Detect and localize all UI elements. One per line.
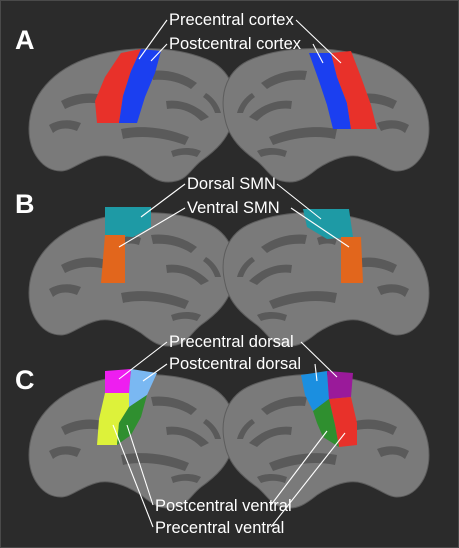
- panel-b: B Dorsal SMN Ventral SMN: [15, 175, 430, 347]
- postcentral-dorsal-region-right: [301, 371, 329, 411]
- brain-a-left: [28, 48, 236, 183]
- label-postcentral-dorsal: Postcentral dorsal: [169, 355, 301, 373]
- leader-lines-b: [118, 183, 350, 248]
- label-postcentral-ventral: Postcentral ventral: [155, 497, 292, 515]
- label-ventral-smn: Ventral SMN: [187, 199, 280, 217]
- panel-a: A Precentral cortex Postcentral cortex: [15, 11, 430, 183]
- brain-c-right: [222, 371, 430, 509]
- postcentral-ventral-region-left: [117, 395, 147, 445]
- panel-letter-a: A: [15, 25, 35, 55]
- ventral-smn-region-left: [101, 235, 125, 283]
- postcentral-dorsal-region-left: [129, 369, 157, 407]
- panel-letter-c: C: [15, 365, 35, 395]
- brain-c-left: [28, 369, 236, 509]
- label-precentral-ventral: Precentral ventral: [155, 519, 284, 537]
- label-postcentral-cortex: Postcentral cortex: [169, 35, 302, 53]
- precentral-ventral-region-left: [97, 393, 129, 445]
- precentral-ventral-region-right: [329, 397, 357, 447]
- label-precentral-cortex: Precentral cortex: [169, 11, 294, 29]
- dorsal-smn-region-left: [105, 207, 151, 237]
- brain-b-right: [222, 209, 430, 347]
- postcentral-cortex-region-left: [119, 49, 161, 123]
- leader-lines-c: [112, 341, 346, 528]
- label-precentral-dorsal: Precentral dorsal: [169, 333, 294, 351]
- brain-a-right: [222, 48, 430, 183]
- precentral-dorsal-region-right: [327, 371, 353, 399]
- leader-lines-a: [138, 19, 342, 64]
- panel-c: C Precentral dorsal Postcentral dorsal P…: [15, 333, 430, 537]
- brain-b-left: [28, 207, 236, 347]
- dorsal-smn-region-right: [303, 209, 353, 239]
- precentral-cortex-region-left: [95, 49, 141, 123]
- postcentral-ventral-region-right: [313, 399, 339, 447]
- precentral-cortex-region-right: [331, 51, 377, 129]
- panel-letter-b: B: [15, 189, 35, 219]
- label-dorsal-smn: Dorsal SMN: [187, 175, 276, 193]
- ventral-smn-region-right: [341, 237, 363, 283]
- postcentral-cortex-region-right: [309, 53, 351, 129]
